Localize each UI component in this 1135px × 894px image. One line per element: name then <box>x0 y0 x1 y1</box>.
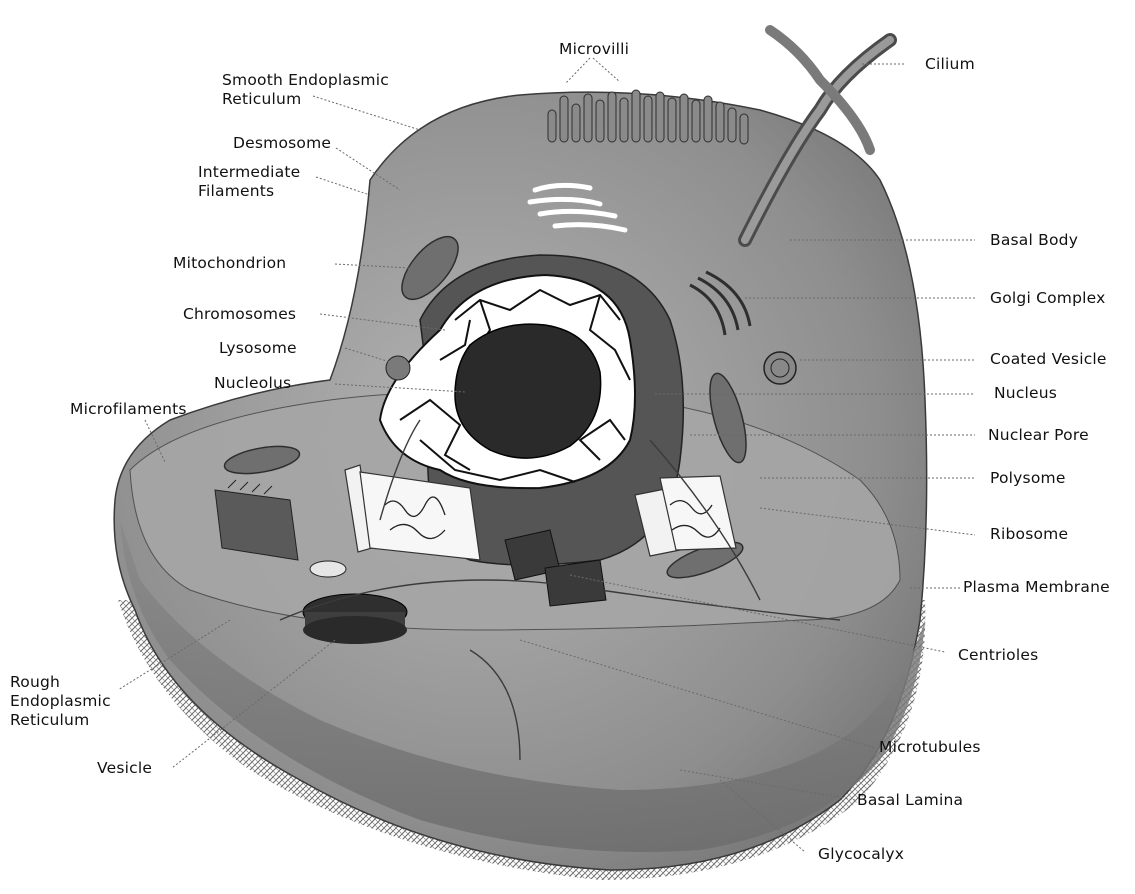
label-ribosome: Ribosome <box>990 525 1068 544</box>
label-smooth-er: Smooth Endoplasmic Reticulum <box>222 71 389 109</box>
label-cilium: Cilium <box>925 55 975 74</box>
lysosome-shape <box>386 356 410 380</box>
label-coated-vesicle: Coated Vesicle <box>990 350 1107 369</box>
label-microvilli: Microvilli <box>559 40 629 59</box>
label-basal-lamina: Basal Lamina <box>857 791 963 810</box>
label-lysosome: Lysosome <box>219 339 297 358</box>
label-intermediate-filaments: Intermediate Filaments <box>198 163 300 201</box>
label-plasma-membrane: Plasma Membrane <box>963 578 1110 597</box>
label-microtubules: Microtubules <box>879 738 981 757</box>
label-microfilaments: Microfilaments <box>70 400 187 419</box>
label-nucleus: Nucleus <box>994 384 1057 403</box>
nucleolus-shape <box>455 324 601 458</box>
label-basal-body: Basal Body <box>990 231 1078 250</box>
label-centrioles: Centrioles <box>958 646 1038 665</box>
label-desmosome: Desmosome <box>233 134 331 153</box>
label-mitochondrion: Mitochondrion <box>173 254 286 273</box>
label-polysome: Polysome <box>990 469 1066 488</box>
label-glycocalyx: Glycocalyx <box>818 845 904 864</box>
coated-vesicle-shape <box>764 352 796 384</box>
label-rough-er: Rough Endoplasmic Reticulum <box>10 673 111 730</box>
label-nuclear-pore: Nuclear Pore <box>988 426 1089 445</box>
label-chromosomes: Chromosomes <box>183 305 296 324</box>
label-vesicle: Vesicle <box>97 759 152 778</box>
label-nucleolus: Nucleolus <box>214 374 291 393</box>
label-golgi-complex: Golgi Complex <box>990 289 1105 308</box>
